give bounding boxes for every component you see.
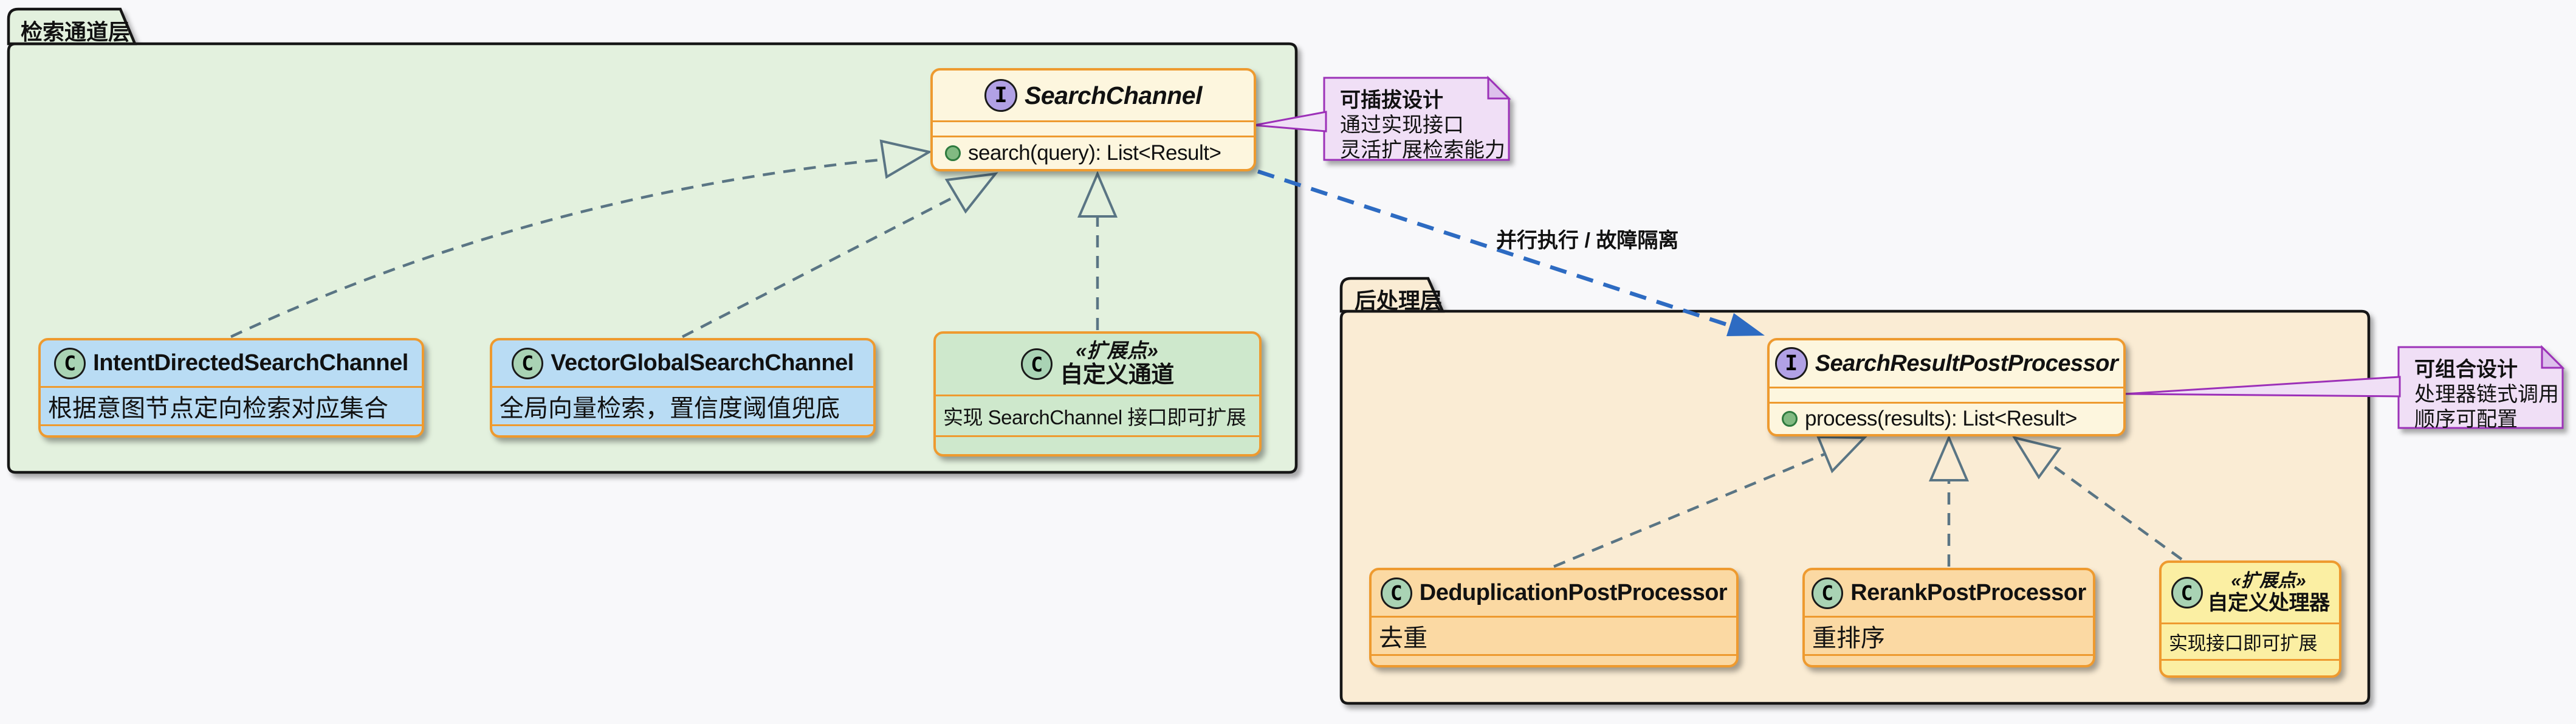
class-description: 全局向量检索，置信度阈值兜底: [492, 386, 873, 424]
class-stereotype: «扩展点»: [2231, 571, 2306, 591]
note-fold-corner: [2541, 345, 2565, 369]
class-icon: C: [2171, 577, 2203, 609]
methods-compartment: [41, 424, 422, 435]
interface-name: SearchChannel: [1025, 81, 1203, 109]
methods-compartment: [1805, 654, 2093, 665]
package-label-post-layer: 后处理层: [1355, 288, 1443, 313]
class-deduplicationpostprocessor: C DeduplicationPostProcessor 去重: [1369, 568, 1739, 667]
public-method-icon: [945, 145, 961, 161]
note-composable-design: [2397, 345, 2565, 429]
methods-compartment: [936, 435, 1259, 454]
triangle-arrowhead: [879, 139, 933, 179]
fields-compartment: [1770, 387, 2123, 404]
note-line: 顺序可配置: [2414, 408, 2518, 431]
note-pluggable-text: 可插拔设计 通过实现接口 灵活扩展检索能力: [1340, 88, 1505, 163]
class-title-row: C «扩展点» 自定义通道: [936, 334, 1259, 395]
class-title-row: C RerankPostProcessor: [1805, 570, 2093, 616]
note-composable-text: 可组合设计 处理器链式调用 顺序可配置: [2414, 357, 2559, 432]
class-custom-channel: C «扩展点» 自定义通道 实现 SearchChannel 接口即可扩展: [933, 331, 1262, 457]
class-title-row: C IntentDirectedSearchChannel: [41, 340, 422, 386]
class-icon: C: [512, 347, 544, 379]
method-signature: search(query): List<Result>: [968, 141, 1221, 165]
class-name: RerankPostProcessor: [1850, 580, 2086, 605]
interface-name: SearchResultPostProcessor: [1815, 350, 2118, 376]
class-icon: C: [1812, 577, 1844, 609]
class-title-row: C DeduplicationPostProcessor: [1372, 570, 1736, 616]
note-line: 通过实现接口: [1340, 114, 1464, 137]
methods-compartment: [1372, 654, 1736, 665]
class-description: 重排序: [1805, 616, 2093, 654]
interface-searchresultpostprocessor: I SearchResultPostProcessor process(resu…: [1767, 338, 2126, 436]
triangle-arrowhead: [1077, 170, 1118, 218]
fields-compartment: [933, 120, 1254, 137]
class-intentdirectedsearchchannel: C IntentDirectedSearchChannel 根据意图节点定向检索…: [38, 338, 424, 438]
method-row: process(results): List<Result>: [1770, 404, 2123, 434]
class-vectorglobalsearchchannel: C VectorGlobalSearchChannel 全局向量检索，置信度阈值…: [490, 338, 876, 438]
class-name: 自定义通道: [1060, 362, 1174, 388]
class-title-row: C «扩展点» 自定义处理器: [2162, 563, 2339, 622]
interface-title-row: I SearchResultPostProcessor: [1770, 340, 2123, 387]
hollow-arrowheads-right: [1816, 434, 2062, 481]
edge-intentdirected-to-searchchannel: [230, 158, 881, 339]
note-line: 灵活扩展检索能力: [1340, 139, 1505, 162]
method-row: search(query): List<Result>: [933, 137, 1254, 169]
realization-edges-right: [1553, 452, 2183, 568]
interface-icon: I: [984, 79, 1017, 112]
class-rerankpostprocessor: C RerankPostProcessor 重排序: [1802, 568, 2095, 667]
realization-edges-left: [230, 158, 1099, 339]
class-title-stack: «扩展点» 自定义处理器: [2208, 571, 2330, 615]
package-tab: [7, 7, 137, 46]
edge-deduplication-to-postprocessor: [1553, 452, 1827, 568]
note-title: 可组合设计: [2414, 358, 2518, 381]
note-line: 处理器链式调用: [2414, 383, 2559, 406]
edge-customprocessor-to-postprocessor: [2052, 464, 2183, 560]
class-title-stack: «扩展点» 自定义通道: [1060, 339, 1174, 388]
note-pluggable-design: [1323, 75, 1511, 161]
class-name: VectorGlobalSearchChannel: [551, 350, 854, 376]
class-description: 实现 SearchChannel 接口即可扩展: [936, 395, 1259, 435]
note-connector: [1254, 111, 1327, 133]
note-fold-corner: [1487, 75, 1511, 100]
parallel-execution-edge-label: 并行执行 / 故障隔离: [1496, 229, 1679, 252]
public-method-icon: [1782, 411, 1798, 427]
interface-title-row: I SearchChannel: [933, 71, 1254, 120]
class-title-row: C VectorGlobalSearchChannel: [492, 340, 873, 386]
class-description: 去重: [1372, 616, 1736, 654]
class-icon: C: [1021, 348, 1053, 380]
class-custom-processor: C «扩展点» 自定义处理器 实现接口即可扩展: [2159, 560, 2341, 678]
package-label-search-layer: 检索通道层: [21, 19, 131, 44]
note-connector: [2124, 376, 2401, 398]
class-stereotype: «扩展点»: [1076, 339, 1158, 362]
class-icon: C: [1380, 577, 1412, 609]
note-title: 可插拔设计: [1340, 89, 1443, 112]
hollow-arrowheads-left: [879, 139, 1118, 218]
triangle-arrowhead: [2011, 435, 2062, 480]
triangle-arrowhead: [1928, 434, 1970, 481]
triangle-arrowhead: [1816, 435, 1867, 474]
class-icon: C: [54, 347, 86, 379]
package-tab: [1339, 277, 1445, 313]
methods-compartment: [2162, 659, 2339, 675]
triangle-arrowhead: [944, 172, 998, 214]
class-name: IntentDirectedSearchChannel: [93, 350, 408, 376]
edge-vectorglobal-to-searchchannel: [681, 193, 960, 339]
class-name: 自定义处理器: [2207, 591, 2330, 615]
method-signature: process(results): List<Result>: [1805, 407, 2077, 430]
methods-compartment: [492, 424, 873, 435]
class-description: 根据意图节点定向检索对应集合: [41, 386, 422, 424]
parallel-execution-edge: [1257, 169, 1765, 336]
class-description: 实现接口即可扩展: [2162, 622, 2339, 659]
filled-arrowhead: [1726, 313, 1765, 336]
interface-searchchannel: I SearchChannel search(query): List<Resu…: [930, 68, 1256, 171]
class-name: DeduplicationPostProcessor: [1419, 580, 1728, 605]
interface-icon: I: [1774, 347, 1808, 380]
